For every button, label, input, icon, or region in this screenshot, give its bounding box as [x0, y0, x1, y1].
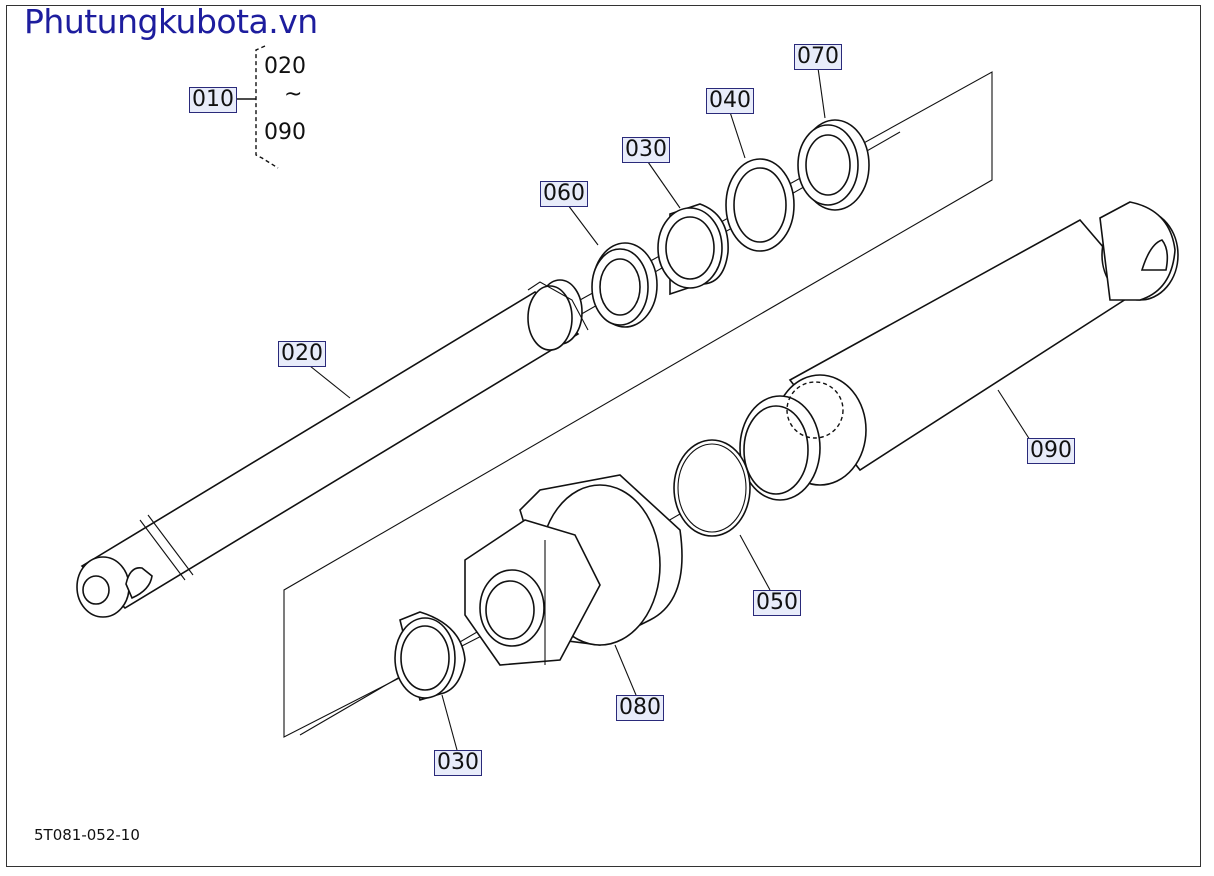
bushing-030-bottom	[394, 611, 466, 702]
assembly-bracket	[237, 45, 279, 169]
watermark: Phutungkubota.vn	[24, 2, 318, 41]
diagram-frame	[6, 5, 1201, 867]
leader-lines	[309, 67, 1031, 751]
callout-090[interactable]: 090	[1027, 438, 1075, 464]
range-start: 020	[264, 54, 306, 79]
callout-030-top[interactable]: 030	[622, 137, 670, 163]
callout-010[interactable]: 010	[189, 87, 237, 113]
gland-nut-080	[464, 474, 683, 666]
callout-070[interactable]: 070	[794, 44, 842, 70]
callout-080[interactable]: 080	[616, 695, 664, 721]
callout-040[interactable]: 040	[706, 88, 754, 114]
range-end: 090	[264, 120, 306, 145]
callout-050[interactable]: 050	[753, 590, 801, 616]
seal-ring-060	[591, 242, 658, 328]
o-ring-050	[673, 439, 751, 537]
cylinder-tube-090	[739, 201, 1179, 501]
callout-020[interactable]: 020	[278, 341, 326, 367]
piston-rod-020	[76, 279, 589, 618]
bushing-030-top	[657, 203, 729, 296]
group-frame	[283, 71, 993, 738]
callout-060[interactable]: 060	[540, 181, 588, 207]
callout-030-bottom[interactable]: 030	[434, 750, 482, 776]
washer-040	[725, 158, 795, 252]
drawing-code: 5T081-052-10	[34, 826, 140, 844]
gland-ring-070	[797, 119, 870, 211]
range-separator: ~	[284, 82, 303, 107]
